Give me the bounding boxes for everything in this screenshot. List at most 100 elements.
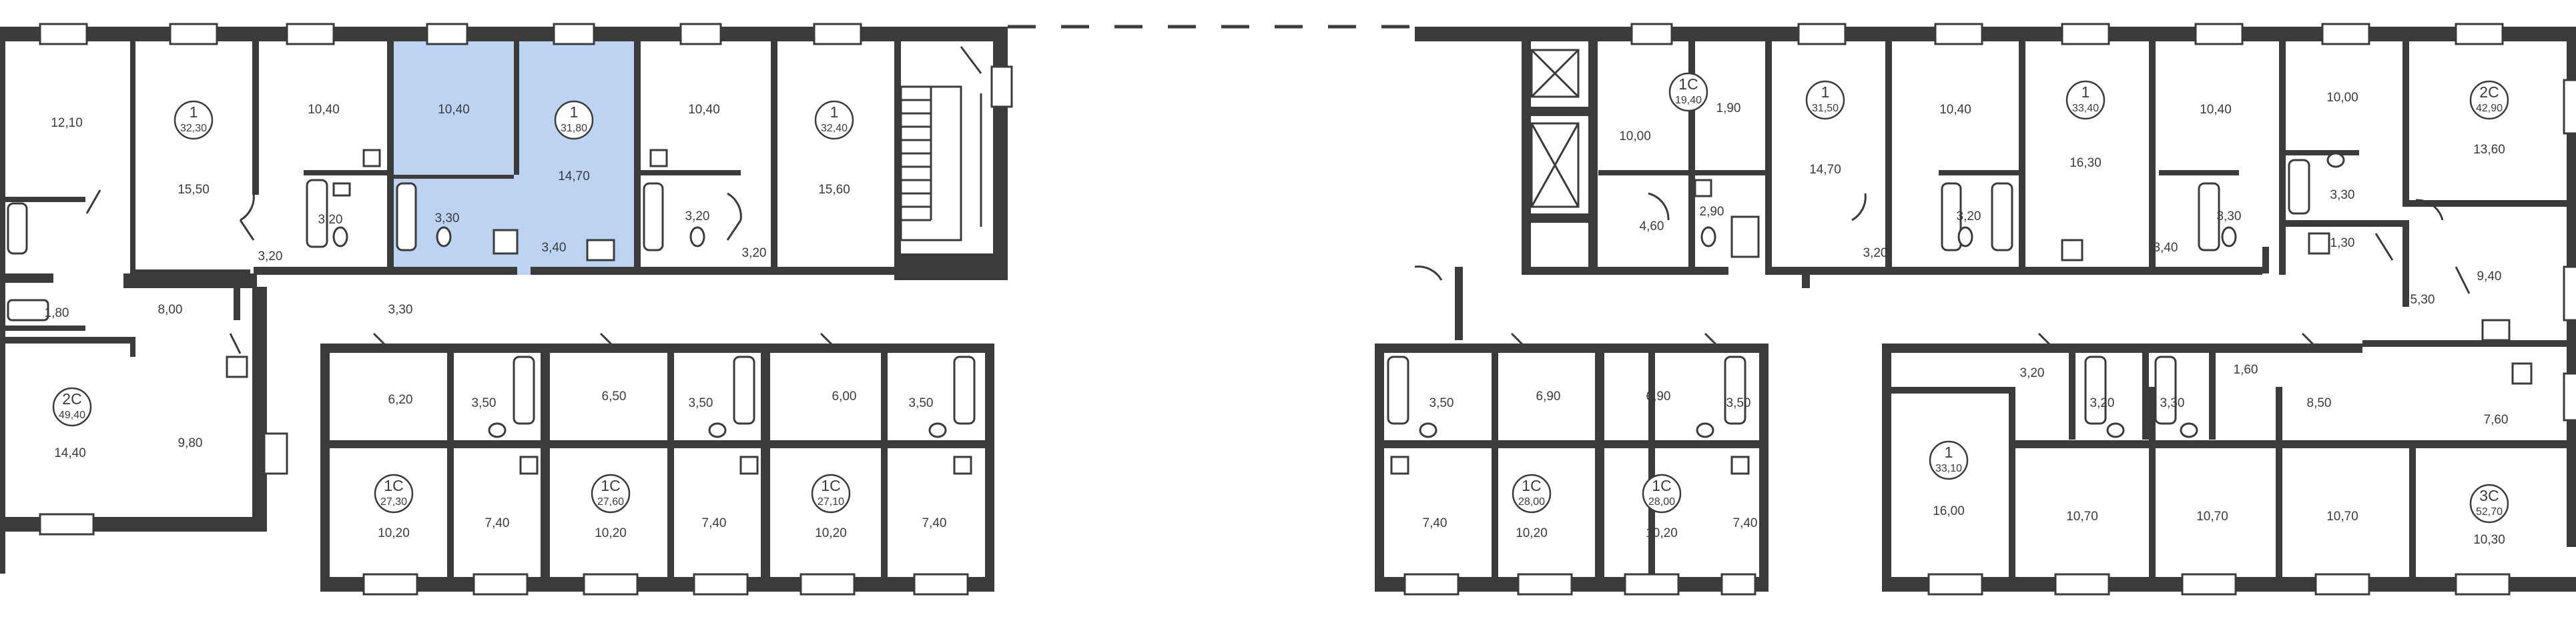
right-building-walls <box>1375 27 2576 592</box>
room-area: 7,40 <box>1733 516 1758 530</box>
svg-text:2С: 2С <box>2479 83 2499 101</box>
room-area: 3,50 <box>1726 396 1751 410</box>
apartment-badge[interactable]: 2С 49,40 <box>52 387 92 427</box>
apartment-badges: 1 32,30 1 31,80 1 32,40 2С 49,40 1С 27,3… <box>52 72 2509 524</box>
room-area: 10,40 <box>308 103 340 117</box>
bathroom-fixtures-right <box>1387 152 2533 475</box>
apartment-badge-selected[interactable]: 1 31,80 <box>554 100 594 140</box>
room-area: 10,70 <box>2326 510 2358 524</box>
room-area: 9,40 <box>2477 269 2502 283</box>
apartment-badge[interactable]: 1С 19,40 <box>1668 72 1708 112</box>
apartment-badge[interactable]: 3С 52,70 <box>2469 484 2509 524</box>
room-area: 10,00 <box>1619 129 1651 143</box>
room-area: 7,40 <box>485 516 510 530</box>
room-area: 6,50 <box>602 390 627 404</box>
room-area: 7,40 <box>702 516 727 530</box>
apartment-badge[interactable]: 1 32,40 <box>814 100 854 140</box>
room-area: 3,30 <box>388 303 413 317</box>
svg-text:27,30: 27,30 <box>380 496 407 508</box>
svg-text:33,40: 33,40 <box>2072 103 2099 114</box>
svg-text:32,30: 32,30 <box>180 123 207 134</box>
room-area: 6,20 <box>388 393 413 407</box>
room-area: 1,90 <box>1716 101 1741 115</box>
svg-text:1С: 1С <box>1652 477 1671 494</box>
room-area: 14,40 <box>54 446 86 460</box>
svg-text:28,00: 28,00 <box>1518 496 1545 508</box>
room-area: 3,20 <box>258 249 283 263</box>
room-area: 8,00 <box>158 303 183 317</box>
svg-text:1С: 1С <box>601 477 620 494</box>
room-area: 3,20 <box>318 213 343 227</box>
svg-text:1: 1 <box>190 103 198 121</box>
doors-right <box>1414 192 2471 348</box>
apartment-badge[interactable]: 1 32,30 <box>174 100 214 140</box>
room-area: 4,60 <box>1640 219 1664 233</box>
room-area: 3,50 <box>1429 396 1454 410</box>
doors-left <box>85 46 982 354</box>
room-area: 1,30 <box>2330 236 2355 250</box>
svg-text:33,10: 33,10 <box>1935 463 1962 474</box>
svg-text:1: 1 <box>1945 444 1953 461</box>
room-area: 7,60 <box>2484 413 2509 427</box>
room-area: 3,30 <box>435 211 460 225</box>
apartment-badge[interactable]: 1С 27,10 <box>811 474 851 514</box>
apartment-badge[interactable]: 2С 42,90 <box>2469 80 2509 120</box>
svg-text:1: 1 <box>2081 83 2090 101</box>
room-area: 3,30 <box>2160 396 2185 410</box>
apartment-badge[interactable]: 1 33,10 <box>1929 440 1969 480</box>
svg-text:49,40: 49,40 <box>59 410 85 421</box>
svg-text:1: 1 <box>830 103 839 121</box>
room-area: 14,70 <box>558 169 590 183</box>
apartment-badge[interactable]: 1С 27,60 <box>591 474 631 514</box>
room-area: 7,40 <box>922 516 947 530</box>
room-area: 3,20 <box>2090 396 2115 410</box>
apartment-badge[interactable]: 1С 28,00 <box>1512 474 1552 514</box>
apartment-badge[interactable]: 1 33,40 <box>2065 80 2106 120</box>
room-area: 3,30 <box>2217 209 2242 223</box>
svg-text:1С: 1С <box>1522 477 1541 494</box>
room-area: 10,70 <box>2196 510 2228 524</box>
room-area: 10,00 <box>2326 91 2358 105</box>
room-area: 10,20 <box>815 526 847 540</box>
right-building-windows <box>1403 23 2576 596</box>
elevator-shafts <box>1530 49 1580 208</box>
svg-text:3С: 3С <box>2479 487 2499 504</box>
svg-text:42,90: 42,90 <box>2476 103 2503 114</box>
staircase-left <box>900 85 982 241</box>
room-area: 10,20 <box>595 526 627 540</box>
room-area: 10,20 <box>378 526 410 540</box>
room-area: 2,90 <box>1700 205 1724 219</box>
room-area: 16,00 <box>1933 504 1965 518</box>
apartment-badge[interactable]: 1 31,50 <box>1805 80 1845 120</box>
room-area: 7,40 <box>1423 516 1447 530</box>
room-area: 3,20 <box>685 209 710 223</box>
room-area: 5,30 <box>2410 293 2435 307</box>
room-area: 10,20 <box>1646 526 1678 540</box>
svg-text:31,80: 31,80 <box>561 123 587 134</box>
room-area: 3,20 <box>742 246 767 260</box>
room-area: 12,10 <box>51 116 83 130</box>
svg-text:1: 1 <box>570 103 579 121</box>
room-area: 10,40 <box>2200 103 2232 117</box>
svg-text:1С: 1С <box>1678 75 1698 93</box>
room-area: 3,20 <box>1863 246 1888 260</box>
svg-text:32,40: 32,40 <box>821 123 848 134</box>
svg-text:19,40: 19,40 <box>1675 95 1702 106</box>
svg-text:27,10: 27,10 <box>818 496 844 508</box>
room-area: 9,80 <box>178 436 203 450</box>
room-area: 6,00 <box>832 390 857 404</box>
room-area: 10,70 <box>2066 510 2098 524</box>
room-area: 3,40 <box>542 241 567 255</box>
svg-text:31,50: 31,50 <box>1812 103 1839 114</box>
apartment-badge[interactable]: 1С 28,00 <box>1642 474 1682 514</box>
room-area: 6,90 <box>1646 390 1671 404</box>
svg-text:2С: 2С <box>62 390 81 408</box>
room-area: 3,50 <box>689 396 713 410</box>
apartment-badge[interactable]: 1С 27,30 <box>374 474 414 514</box>
svg-text:1С: 1С <box>384 477 403 494</box>
svg-text:27,60: 27,60 <box>597 496 624 508</box>
room-area: 16,30 <box>2069 156 2102 170</box>
room-area: 10,40 <box>688 103 720 117</box>
bathroom-fixtures-left <box>7 149 976 475</box>
room-area: 3,20 <box>2020 366 2045 380</box>
